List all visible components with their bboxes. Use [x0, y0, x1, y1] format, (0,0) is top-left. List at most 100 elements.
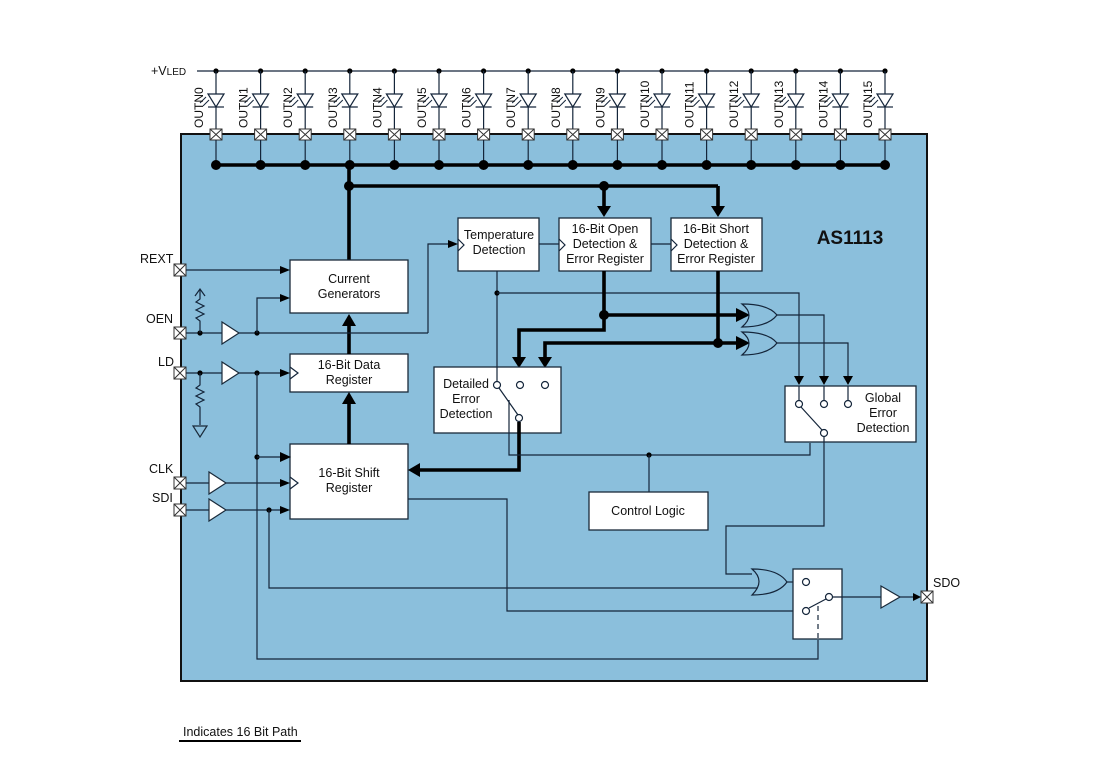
led-icon	[831, 93, 850, 109]
pin-sdo: SDO	[920, 576, 960, 604]
short-detection-label: Error Register	[677, 252, 755, 266]
current-generators-block	[289, 259, 409, 314]
global-error-label: Detection	[857, 421, 910, 435]
output-pin-label: OUTN15	[861, 80, 875, 128]
shift-register-label: 16-Bit Shift	[318, 466, 380, 480]
led-icon	[652, 93, 672, 109]
light-emission-icon	[244, 96, 254, 107]
light-emission-icon	[422, 96, 433, 107]
arrow-icon	[342, 392, 356, 404]
light-emission-icon	[556, 96, 567, 107]
led-output-2: OUTN2	[281, 68, 315, 170]
output-pin-label: OUTN3	[326, 87, 340, 128]
error-to-shift-path	[418, 422, 521, 472]
led-output-12: OUTN12	[727, 68, 761, 170]
output-pin-label: OUTN11	[683, 81, 697, 128]
pin-label: REXT	[140, 252, 174, 266]
led-icon	[251, 93, 270, 109]
output-pin-label: OUTN13	[772, 80, 786, 128]
light-emission-icon	[378, 96, 388, 107]
temperature-label: Detection	[473, 243, 526, 257]
arrow-icon	[280, 369, 290, 377]
arrow-icon	[342, 314, 356, 326]
output-pin-label: OUTN2	[281, 87, 295, 128]
detailed-error-label: Detection	[440, 407, 493, 421]
led-output-14: OUTN14	[816, 68, 850, 170]
light-emission-icon	[288, 96, 299, 107]
led-output-13: OUTN13	[772, 68, 805, 170]
led-icon	[608, 93, 627, 109]
arrow-icon	[448, 240, 458, 248]
open-detection-label: 16-Bit Open	[572, 222, 639, 236]
pulldown-resistor-icon	[194, 373, 206, 425]
pin-clk: CLK	[149, 462, 187, 490]
shift-register-block	[289, 443, 409, 520]
led-icon	[875, 93, 895, 109]
schmitt-buffer-icon	[221, 320, 241, 346]
light-emission-icon	[333, 96, 344, 107]
light-emission-icon	[868, 96, 879, 107]
led-output-5: OUTN5	[415, 68, 449, 170]
led-icon	[296, 93, 315, 109]
pin-label: LD	[158, 355, 174, 369]
temperature-block	[457, 217, 540, 272]
shift-out-wire	[408, 498, 800, 612]
pin-label: OEN	[146, 312, 173, 326]
light-emission-icon	[601, 96, 611, 107]
current-generators-label: Current	[328, 272, 370, 286]
pin-label: SDI	[152, 491, 173, 505]
output-pin-label: OUTN14	[816, 80, 830, 128]
led-icon	[697, 93, 716, 109]
open-detection-block	[558, 217, 652, 272]
global-error-label: Global	[865, 391, 901, 405]
light-emission-icon	[511, 96, 522, 107]
led-output-0: OUTN0	[192, 68, 226, 170]
control-logic-label: Control Logic	[611, 504, 685, 518]
output-buffer-icon	[880, 584, 902, 610]
led-icon	[474, 93, 493, 109]
pin-label: CLK	[149, 462, 174, 476]
light-emission-icon	[467, 96, 477, 107]
pullup-resistor-icon	[194, 290, 206, 333]
short-detection-label: 16-Bit Short	[683, 222, 750, 236]
schmitt-buffer-icon	[221, 360, 241, 386]
clock-input-icon	[558, 238, 566, 252]
legend-text: Indicates 16 Bit Path	[183, 725, 298, 739]
data-register-label: Register	[326, 373, 373, 387]
output-pin-label: OUTN6	[460, 87, 474, 128]
pin-rext: REXT	[140, 252, 187, 277]
output-pin-label: OUTN1	[237, 87, 251, 128]
global-error-label: Error	[869, 406, 897, 420]
led-output-4: OUTN4	[370, 68, 404, 170]
clock-input-icon	[289, 366, 299, 380]
part-number: AS1113	[817, 228, 884, 249]
output-pin-label: OUTN7	[504, 87, 518, 128]
shift-register-label: Register	[326, 481, 373, 495]
open-detection-label: Detection &	[573, 237, 638, 251]
led-icon	[429, 93, 449, 109]
led-output-15: OUTN15	[861, 68, 895, 170]
led-output-1: OUTN1	[237, 68, 270, 170]
led-icon	[742, 93, 761, 109]
schmitt-buffer-icon	[208, 497, 228, 523]
detailed-error-label: Error	[452, 392, 480, 406]
light-emission-icon	[779, 96, 790, 107]
mux-switch-icon	[808, 598, 827, 609]
data-register-label: 16-Bit Data	[318, 358, 381, 372]
or-gate-icon	[740, 331, 778, 356]
output-pin-label: OUTN8	[549, 87, 563, 128]
pin-label: SDO	[933, 576, 960, 590]
arrow-icon	[280, 479, 290, 487]
arrow-icon	[280, 294, 290, 302]
arrow-icon	[794, 376, 804, 385]
led-icon	[786, 93, 805, 109]
ld-to-sdo-mux	[256, 373, 819, 660]
led-outputs: OUTN0 OUTN1 OUTN2 OUTN3 OUTN4 OUTN5 OUTN6 OUTN7…	[192, 68, 895, 170]
or-gate-icon	[750, 568, 788, 596]
light-emission-icon	[690, 96, 700, 107]
selector-switch-icon	[800, 406, 823, 431]
arrow-icon	[280, 266, 290, 274]
light-emission-icon	[645, 96, 656, 107]
arrow-icon	[711, 206, 725, 217]
